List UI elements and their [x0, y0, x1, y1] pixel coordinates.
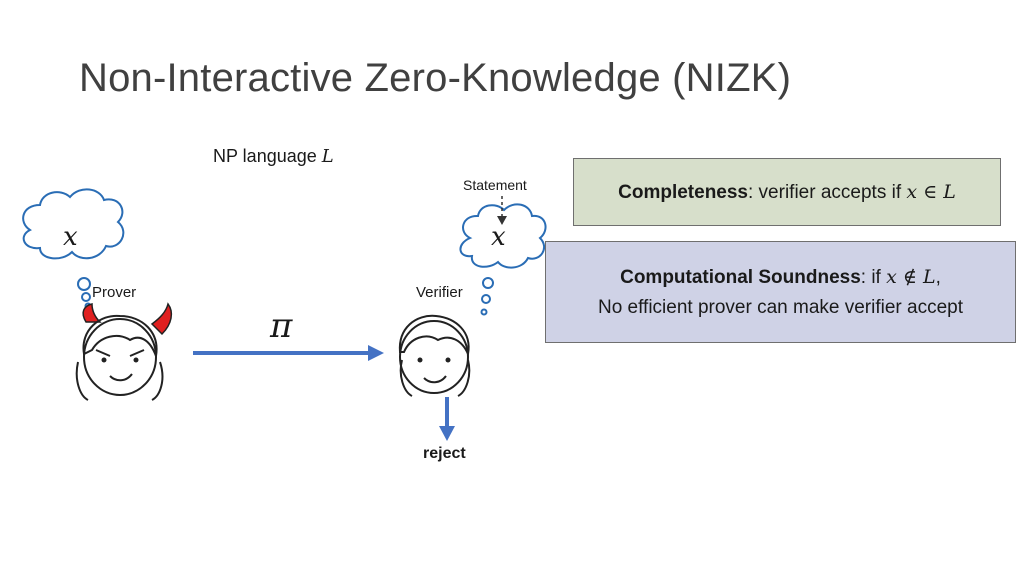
completeness-math: x ∈ L — [906, 180, 956, 203]
np-language-text: NP language — [213, 146, 322, 166]
soundness-text: : if — [860, 266, 887, 288]
prover-right-horn — [150, 302, 173, 336]
soundness-term: Computational Soundness — [620, 266, 861, 288]
statement-pointer-arrow — [497, 196, 507, 225]
prover-avatar — [75, 302, 173, 401]
proof-symbol: π — [270, 306, 293, 346]
soundness-math: x ∉ L — [886, 265, 936, 288]
completeness-text: : verifier accepts if — [748, 181, 907, 203]
prover-left-horn — [82, 303, 102, 323]
statement-label: Statement — [463, 177, 527, 193]
reject-label: reject — [423, 445, 466, 462]
proof-arrow — [193, 345, 384, 361]
soundness-comma: , — [935, 266, 941, 288]
verifier-avatar — [398, 314, 471, 397]
soundness-line-1: Computational Soundness: if x ∉ L, — [620, 262, 941, 293]
output-arrow — [439, 397, 455, 441]
completeness-term: Completeness — [618, 181, 748, 203]
prover-label: Prover — [92, 284, 137, 301]
soundness-box: Computational Soundness: if x ∉ L, No ef… — [545, 241, 1016, 343]
np-language-label: NP language L — [213, 146, 334, 167]
slide-title: Non-Interactive Zero-Knowledge (NIZK) — [79, 56, 792, 100]
language-symbol: L — [321, 146, 334, 167]
verifier-thought-x: x — [491, 222, 506, 252]
prover-thought-x: x — [63, 222, 78, 252]
verifier-label: Verifier — [416, 284, 463, 301]
completeness-line: Completeness: verifier accepts if x ∈ L — [618, 177, 956, 208]
verifier-thought-cloud — [459, 203, 547, 316]
completeness-box: Completeness: verifier accepts if x ∈ L — [573, 158, 1001, 226]
soundness-line-2: No efficient prover can make verifier ac… — [597, 296, 964, 318]
